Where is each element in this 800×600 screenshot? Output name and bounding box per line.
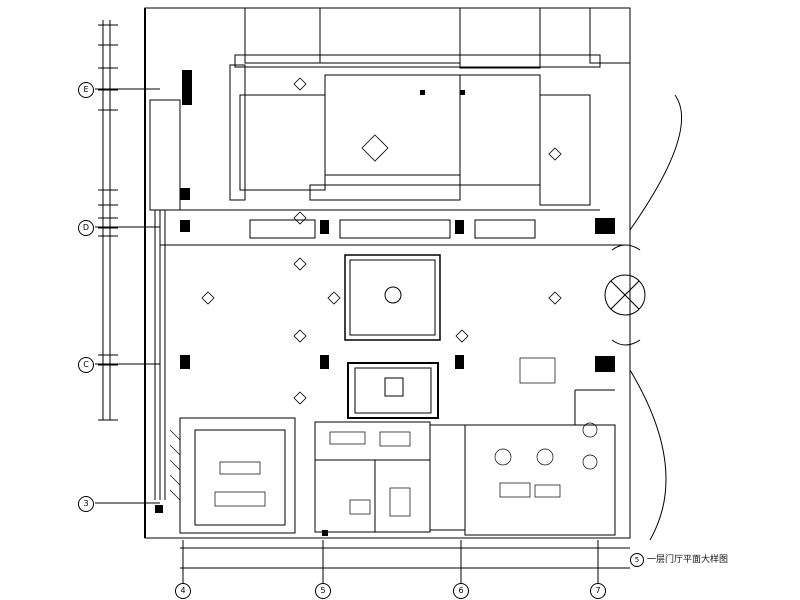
drawing-number: 5: [630, 552, 644, 567]
axis-label-6: 6: [453, 583, 469, 599]
axis-label-d: D: [78, 220, 94, 236]
axis-label-c: C: [78, 357, 94, 373]
building-outline: [144, 7, 631, 539]
axis-label-3: 3: [78, 496, 94, 512]
revolving-door: [604, 274, 646, 316]
drawing-title: 一层门厅平面大样图: [647, 555, 729, 565]
axis-label-e: E: [78, 82, 94, 98]
axis-label-7: 7: [590, 583, 606, 599]
axis-label-5: 5: [315, 583, 331, 599]
axis-label-4: 4: [175, 583, 191, 599]
central-ceiling-feature: [344, 254, 441, 341]
